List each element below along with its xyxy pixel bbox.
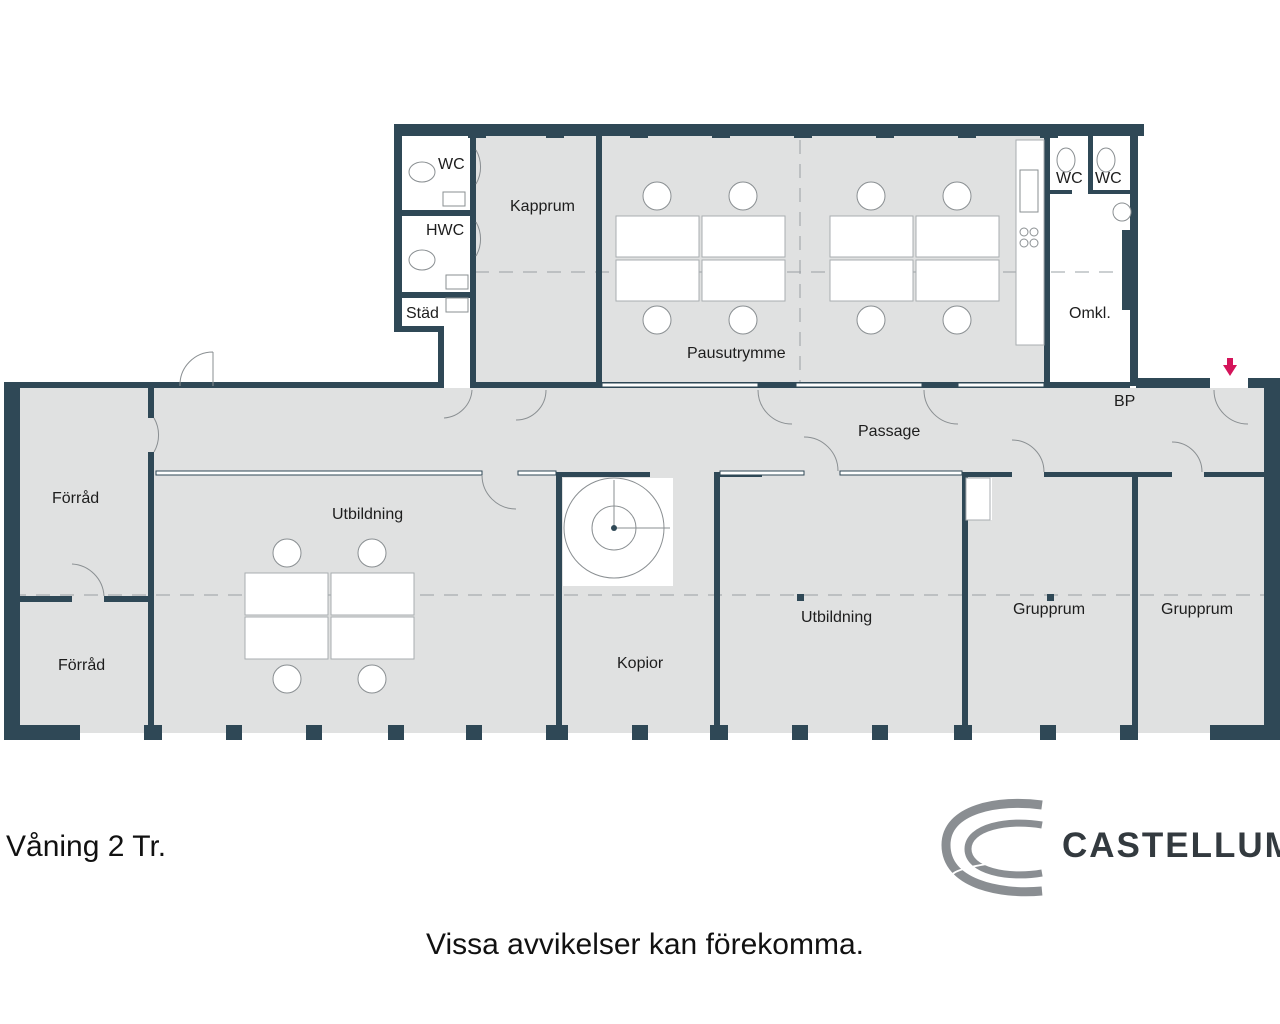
disclaimer: Vissa avvikelser kan förekomma. — [426, 928, 864, 961]
room-label-forrad-2: Förråd — [58, 656, 105, 674]
room-label-grupprum-1: Grupprum — [1013, 601, 1085, 618]
entrance-arrow-icon — [1223, 358, 1237, 376]
room-label-omkl: Omkl. — [1069, 305, 1111, 322]
floor-label: Våning 2 Tr. — [6, 830, 167, 863]
room-label-wc-3: WC — [1095, 170, 1122, 187]
glass-partitions — [155, 382, 1045, 476]
room-label-utbildning-1: Utbildning — [332, 506, 403, 523]
room-label-passage: Passage — [858, 423, 920, 440]
room-label-forrad-1: Förråd — [52, 489, 99, 507]
stair-area — [563, 478, 673, 586]
brand-name: CASTELLUM — [1062, 826, 1280, 865]
room-label-pausutrymme: Pausutrymme — [687, 345, 786, 362]
room-label-stad: Städ — [406, 305, 439, 322]
room-label-grupprum-2: Grupprum — [1161, 601, 1233, 618]
floor-areas — [12, 135, 1280, 733]
room-label-kapprum: Kapprum — [510, 198, 575, 215]
room-label-wc-2: WC — [1056, 170, 1083, 187]
grid-lines — [12, 140, 1274, 596]
room-label-hwc: HWC — [426, 222, 464, 239]
room-labels: WC HWC Städ Kapprum Pausutrymme WC WC Om… — [52, 156, 1233, 674]
chairs — [272, 181, 972, 694]
room-label-utbildning-2: Utbildning — [801, 609, 872, 626]
sanitary-fixtures — [408, 147, 1132, 313]
room-label-bp: BP — [1114, 393, 1135, 410]
doors — [71, 149, 1249, 597]
room-label-wc: WC — [438, 156, 465, 173]
tables — [244, 139, 1045, 660]
castellum-logo-icon — [941, 798, 1043, 897]
room-label-kopior: Kopior — [617, 655, 664, 672]
spiral-stair-icon — [563, 477, 670, 579]
